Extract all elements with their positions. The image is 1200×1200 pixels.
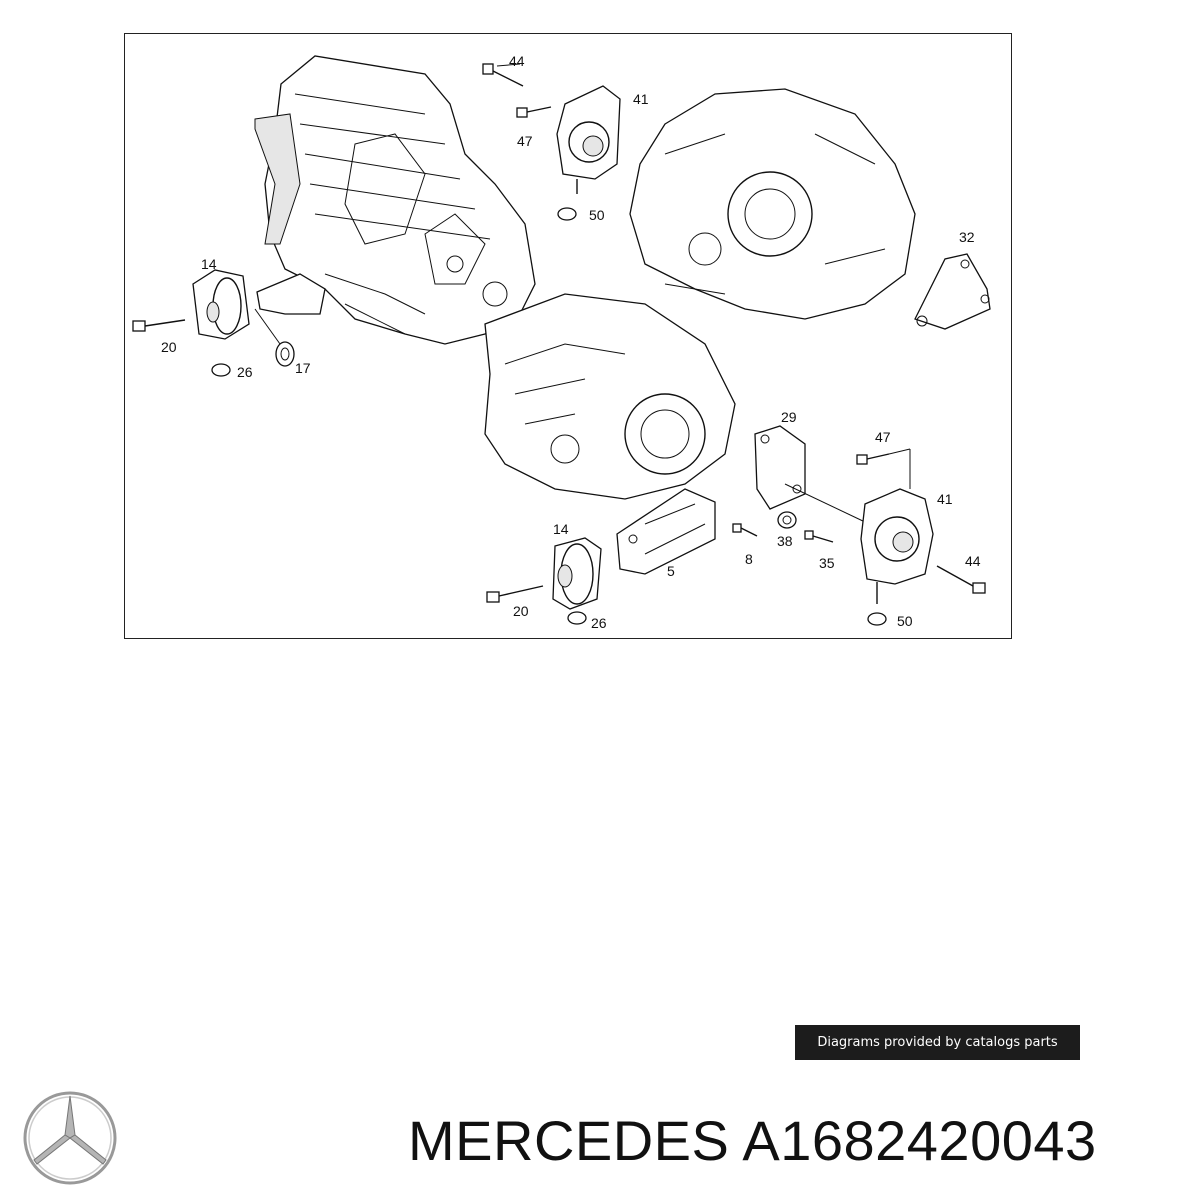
- callout-17: 17: [295, 360, 311, 376]
- bolt-44-top: [482, 63, 524, 87]
- callout-5: 5: [667, 563, 675, 579]
- callout-47-top: 47: [517, 133, 533, 149]
- callout-26-bottom: 26: [591, 615, 607, 631]
- nut-50-bottom: [867, 612, 887, 626]
- diagram-caption: Diagrams provided by catalogs parts: [795, 1025, 1080, 1060]
- bracket-5: [616, 488, 716, 575]
- bracket-left: [256, 273, 326, 315]
- callout-41-right: 41: [937, 491, 953, 507]
- front-gearbox-drawing: [484, 293, 736, 500]
- callout-35: 35: [819, 555, 835, 571]
- mount-14-left: [192, 269, 250, 340]
- callout-29: 29: [781, 409, 797, 425]
- nut-26-left: [211, 363, 231, 377]
- callout-47-right: 47: [875, 429, 891, 445]
- callout-44-top: 44: [509, 53, 525, 69]
- callout-14-left: 14: [201, 256, 217, 272]
- callout-50-top: 50: [589, 207, 605, 223]
- callout-20-bottom: 20: [513, 603, 529, 619]
- callout-50-bottom: 50: [897, 613, 913, 629]
- bolt-20-left: [132, 319, 186, 332]
- callout-38: 38: [777, 533, 793, 549]
- nut-50-top: [557, 207, 577, 221]
- callout-8: 8: [745, 551, 753, 567]
- engine-block-drawing: [254, 55, 536, 345]
- nut-26-bottom: [567, 611, 587, 625]
- bolt-47-right: [856, 448, 911, 489]
- callout-32: 32: [959, 229, 975, 245]
- mount-41-right: [860, 488, 934, 604]
- parts-diagram: 44 47 41 50 32 14 20 26 17 29 47 41 14 5…: [124, 33, 1012, 639]
- callout-44-right: 44: [965, 553, 981, 569]
- bracket-29: [754, 425, 866, 523]
- callout-41-top: 41: [633, 91, 649, 107]
- bolt-8: [732, 523, 758, 537]
- mount-41-top: [556, 85, 621, 194]
- bracket-32: [914, 253, 991, 330]
- mount-14-bottom: [552, 537, 602, 610]
- callout-14-bottom: 14: [553, 521, 569, 537]
- bolt-35: [804, 530, 834, 543]
- bolt-44-right: [936, 565, 986, 594]
- callout-20-left: 20: [161, 339, 177, 355]
- mercedes-star-icon: [23, 1091, 117, 1185]
- engine-mount-exploded-view: 44 47 41 50 32 14 20 26 17 29 47 41 14 5…: [132, 53, 991, 631]
- bolt-20-bottom: [486, 585, 544, 603]
- callout-26-left: 26: [237, 364, 253, 380]
- bolt-47-top: [516, 106, 552, 118]
- transmission-drawing: [629, 88, 916, 320]
- brand-part-number: MERCEDES A1682420043: [408, 1109, 1097, 1172]
- bushing-17: [254, 308, 295, 367]
- washer-38: [777, 511, 797, 529]
